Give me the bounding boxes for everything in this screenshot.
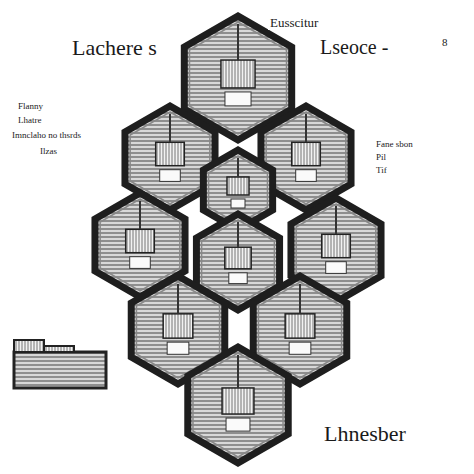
hex-room xyxy=(188,347,288,463)
note-text: Ilzas xyxy=(38,147,59,157)
note-text: Tif xyxy=(374,166,389,176)
title-text: Lhnesber xyxy=(322,422,408,446)
stair-annex xyxy=(14,340,106,388)
note-text: Lhatre xyxy=(16,116,43,126)
title-text: Lseoce - xyxy=(318,36,390,58)
sheet-number: 8 xyxy=(440,36,450,48)
heading-text: Eusscitur xyxy=(268,16,320,30)
title-text: Lachere s xyxy=(70,36,159,60)
note-text: Flanny xyxy=(16,102,45,112)
note-text: Fane sbon xyxy=(374,140,415,150)
note-text: Pil xyxy=(374,153,388,163)
note-text: Imnclaho no thsrds xyxy=(10,131,83,141)
